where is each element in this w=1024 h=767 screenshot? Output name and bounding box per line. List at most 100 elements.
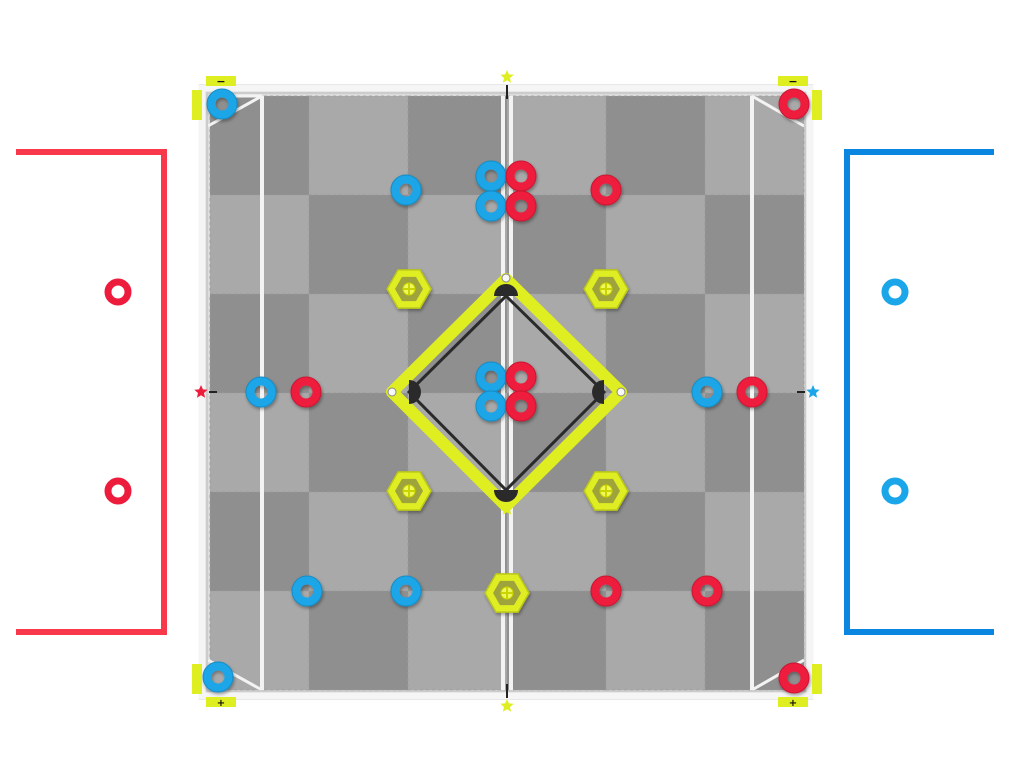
bottom-right-corner-label: + <box>789 698 797 709</box>
ladder-bolt <box>616 387 626 397</box>
ring-highlight <box>505 190 537 222</box>
corner-diagonal <box>751 94 805 128</box>
yellow-starting-marker <box>500 502 514 515</box>
ring-icon <box>202 661 234 693</box>
ring-highlight <box>691 376 723 408</box>
field-tile <box>308 95 409 196</box>
field-tile <box>605 590 706 691</box>
ladder-corner-bracket <box>592 380 604 404</box>
top-right-corner-label: − <box>788 75 797 88</box>
ring-highlight <box>390 575 422 607</box>
field-tile <box>506 590 607 691</box>
ring-icon <box>245 376 277 408</box>
field-tile <box>308 392 409 493</box>
corner-tag <box>778 697 808 707</box>
ring-highlight <box>245 376 277 408</box>
ring-highlight <box>290 376 322 408</box>
field-tile <box>209 194 310 295</box>
field-tile <box>506 194 607 295</box>
bottom-left-corner: + <box>192 664 236 709</box>
ring-icon <box>475 190 507 222</box>
corner-labels: − − + + <box>192 75 822 709</box>
blue-ring[interactable] <box>390 575 422 607</box>
rings <box>202 88 810 694</box>
red-ring[interactable] <box>590 174 622 206</box>
mobile-goal[interactable] <box>583 471 629 511</box>
ring-icon <box>475 361 507 393</box>
red-ring[interactable] <box>778 88 810 120</box>
field-tile <box>605 95 706 196</box>
ring-icon <box>290 376 322 408</box>
top-left-corner: − <box>192 75 236 120</box>
field-tile <box>209 392 310 493</box>
field-tiles <box>209 95 805 691</box>
ring-icon <box>505 390 537 422</box>
blue-ring[interactable] <box>691 376 723 408</box>
field-tile <box>704 392 805 493</box>
blue-ring[interactable] <box>202 661 234 693</box>
red-preload-ring[interactable] <box>104 278 132 306</box>
top-right-corner: − <box>778 75 822 120</box>
blue-ring[interactable] <box>390 174 422 206</box>
ring-highlight <box>590 575 622 607</box>
blue-ring[interactable] <box>206 88 238 120</box>
field-tile <box>308 590 409 691</box>
field-tile <box>308 194 409 295</box>
ring-highlight <box>736 376 768 408</box>
star-icon <box>500 699 514 712</box>
ring-icon <box>590 174 622 206</box>
field-tile <box>407 590 508 691</box>
red-preload-ring[interactable] <box>104 477 132 505</box>
ring-highlight <box>202 661 234 693</box>
mobile-goal[interactable] <box>386 471 432 511</box>
ring-highlight <box>505 390 537 422</box>
field-tile <box>704 491 805 592</box>
red-ring[interactable] <box>290 376 322 408</box>
star-icon <box>194 385 208 398</box>
ring-icon <box>778 88 810 120</box>
bottom-left-corner-label: + <box>217 698 225 709</box>
corner-tag <box>192 664 202 694</box>
blue-alliance-zone <box>844 149 994 635</box>
mobile-goal[interactable] <box>484 573 530 613</box>
blue-ring[interactable] <box>245 376 277 408</box>
mobile-goals <box>386 269 629 613</box>
field-tile <box>506 491 607 592</box>
red-ring[interactable] <box>590 575 622 607</box>
star-icon <box>806 385 820 398</box>
blue-preload-ring[interactable] <box>881 477 909 505</box>
ring-icon <box>475 160 507 192</box>
ring-icon <box>778 662 810 694</box>
mobile-goal[interactable] <box>583 269 629 309</box>
mobile-goal[interactable] <box>386 269 432 309</box>
field-tile <box>407 491 508 592</box>
ring-icon <box>505 190 537 222</box>
red-zone-outline <box>16 149 167 635</box>
ring-icon <box>206 88 238 120</box>
field-tile <box>605 293 706 394</box>
red-ring[interactable] <box>691 575 723 607</box>
ring-highlight <box>691 575 723 607</box>
blue-ring[interactable] <box>291 575 323 607</box>
red-ring[interactable] <box>505 190 537 222</box>
corner-tag <box>778 76 808 86</box>
red-ring[interactable] <box>505 390 537 422</box>
ladder-bolt <box>501 273 511 283</box>
blue-zone-outline <box>844 149 994 635</box>
red-starting-marker <box>194 385 217 398</box>
ring-icon <box>505 160 537 192</box>
field-tile <box>704 194 805 295</box>
field-tile <box>407 95 508 196</box>
yellow-starting-marker <box>500 684 514 712</box>
ladder-corner-bracket <box>409 380 421 404</box>
ring-highlight <box>590 174 622 206</box>
ring-highlight <box>778 88 810 120</box>
ring-highlight <box>291 575 323 607</box>
red-ring[interactable] <box>778 662 810 694</box>
ring-icon <box>291 575 323 607</box>
red-ring[interactable] <box>736 376 768 408</box>
ring-icon <box>736 376 768 408</box>
ring-highlight <box>390 174 422 206</box>
blue-preload-ring[interactable] <box>881 278 909 306</box>
